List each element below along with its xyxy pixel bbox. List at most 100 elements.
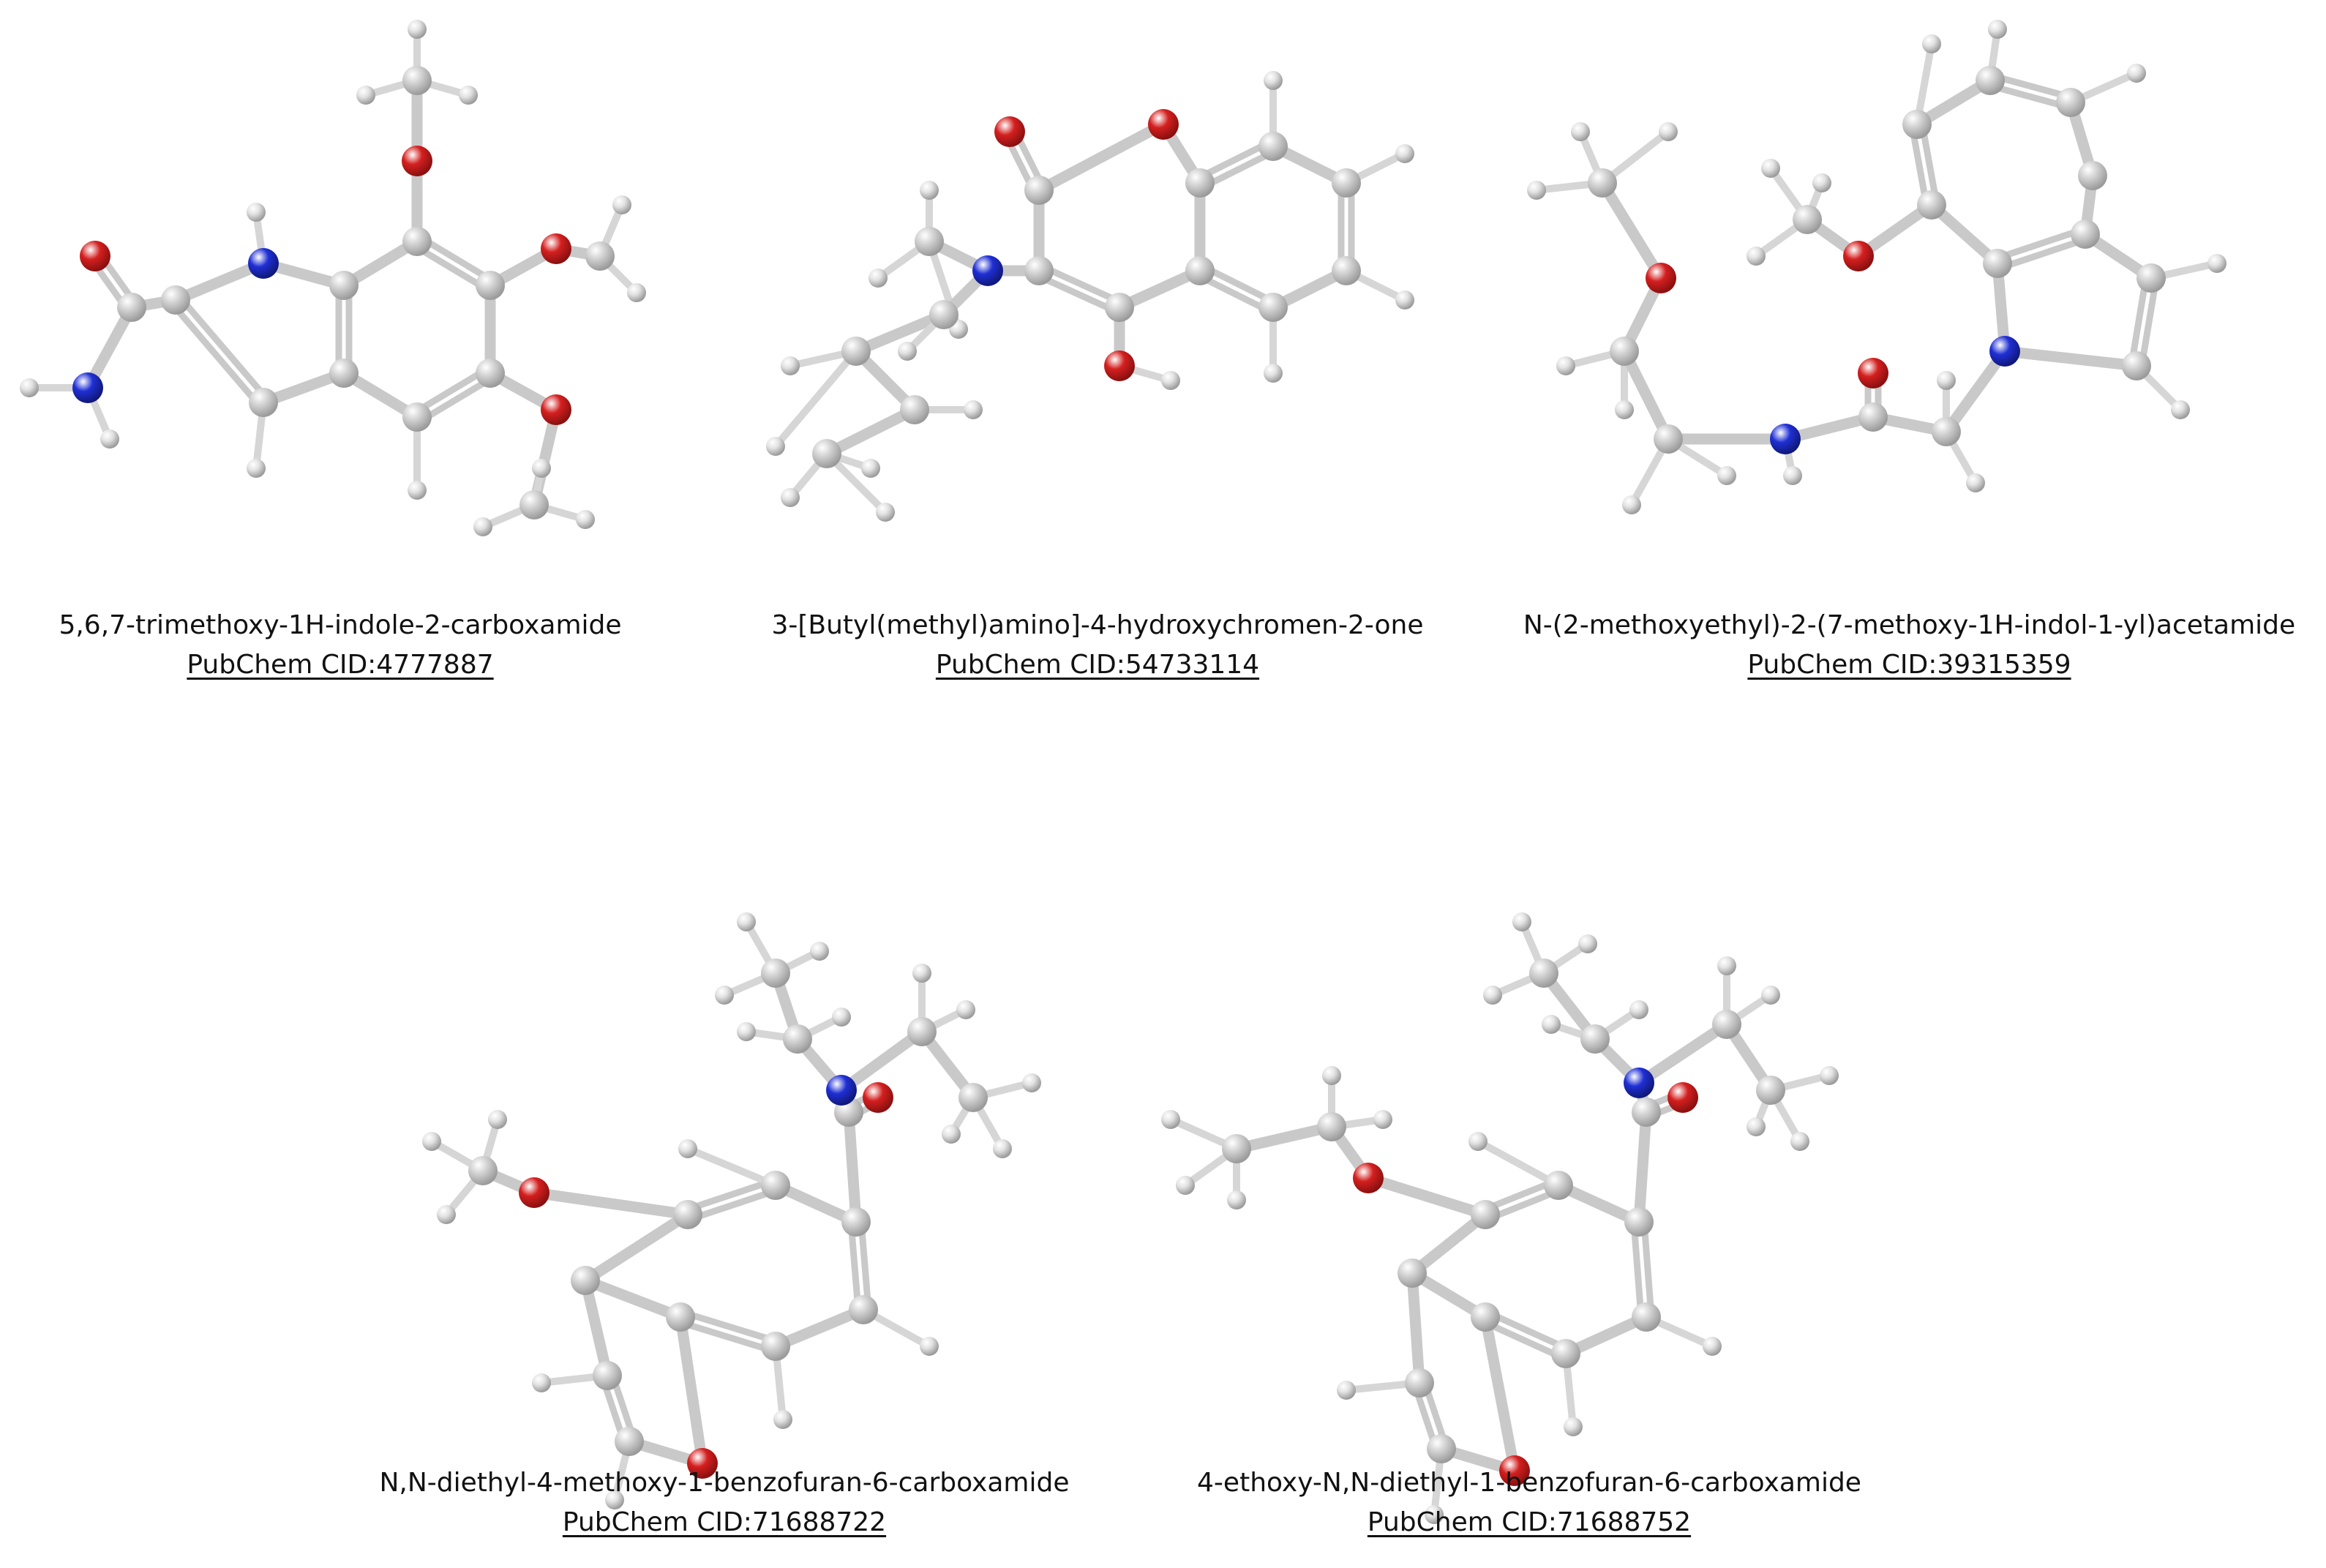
hydrogen-atom bbox=[810, 942, 829, 961]
bond bbox=[416, 374, 497, 425]
carbon-atom bbox=[1858, 402, 1888, 432]
hydrogen-atom bbox=[766, 437, 785, 456]
hydrogen-atom bbox=[1556, 356, 1575, 375]
bond bbox=[843, 1106, 862, 1228]
molecule-model-5 bbox=[1161, 912, 1839, 1524]
hydrogen-atom bbox=[869, 269, 888, 288]
hydrogen-atom bbox=[1937, 371, 1956, 390]
molecule-panel-5: 4-ethoxy-N,N-diethyl-1-benzofuran-6-carb… bbox=[1127, 805, 1932, 1568]
carbon-atom bbox=[476, 271, 505, 300]
hydrogen-atom bbox=[964, 400, 983, 419]
carbon-atom bbox=[812, 439, 841, 468]
carbon-atom bbox=[841, 337, 871, 366]
hydrogen-atom bbox=[1747, 247, 1766, 266]
carbon-atom bbox=[1793, 205, 1822, 234]
oxygen-atom bbox=[402, 146, 432, 176]
hydrogen-atom bbox=[1988, 20, 2007, 39]
carbon-atom bbox=[1712, 1010, 1741, 1039]
bond bbox=[410, 242, 491, 293]
carbon-atom bbox=[1317, 1112, 1346, 1141]
molecule-name-4: N,N-diethyl-4-methoxy-1-benzofuran-6-car… bbox=[379, 1468, 1070, 1498]
bond bbox=[1231, 1121, 1338, 1155]
carbon-atom bbox=[1427, 1434, 1456, 1463]
bond bbox=[168, 300, 263, 410]
carbon-atom bbox=[1983, 249, 2012, 278]
bond bbox=[416, 233, 497, 285]
pubchem-cid-2[interactable]: PubChem CID:54733114 bbox=[935, 650, 1260, 680]
hydrogen-atom bbox=[100, 429, 119, 449]
bond bbox=[1033, 119, 1169, 196]
carbon-atom bbox=[1185, 168, 1215, 198]
hydrogen-atom bbox=[993, 1139, 1012, 1158]
carbon-atom bbox=[1529, 959, 1558, 988]
carbon-atom bbox=[571, 1266, 600, 1295]
carbon-atom bbox=[329, 271, 359, 300]
hydrogen-atom bbox=[1820, 1066, 1839, 1085]
carbon-atom bbox=[402, 66, 432, 95]
carbon-atom bbox=[615, 1427, 644, 1456]
oxygen-atom bbox=[1353, 1163, 1384, 1193]
hydrogen-atom bbox=[1527, 181, 1546, 200]
pubchem-cid-5[interactable]: PubChem CID:71688752 bbox=[1367, 1507, 1692, 1537]
hydrogen-atom bbox=[1322, 1066, 1341, 1085]
carbon-atom bbox=[1610, 337, 1639, 366]
hydrogen-atom bbox=[1542, 1015, 1561, 1034]
carbon-atom bbox=[1976, 66, 2005, 95]
bond bbox=[579, 1209, 694, 1286]
hydrogen-atom bbox=[678, 1139, 697, 1158]
bond bbox=[1479, 1318, 1567, 1362]
hydrogen-atom bbox=[1622, 495, 1641, 514]
pubchem-cid-3[interactable]: PubChem CID:39315359 bbox=[1747, 650, 2071, 680]
bond bbox=[1484, 1309, 1572, 1353]
hydrogen-atom bbox=[247, 203, 266, 222]
carbon-atom bbox=[2056, 88, 2085, 117]
bond bbox=[579, 1275, 613, 1381]
carbon-atom bbox=[1332, 168, 1361, 198]
bond bbox=[675, 1311, 708, 1469]
hydrogen-atom bbox=[1615, 400, 1634, 419]
hydrogen-atom bbox=[612, 195, 631, 214]
bond bbox=[675, 1318, 778, 1355]
oxygen-atom bbox=[519, 1177, 549, 1208]
carbon-atom bbox=[519, 490, 549, 519]
hydrogen-atom bbox=[1425, 1505, 1444, 1524]
bond bbox=[847, 1219, 862, 1314]
hydrogen-atom bbox=[1578, 934, 1597, 953]
hydrogen-atom bbox=[773, 1410, 792, 1429]
bond bbox=[1553, 1179, 1645, 1228]
bond bbox=[850, 309, 950, 357]
hydrogen-atom bbox=[1264, 71, 1283, 90]
nitrogen-atom bbox=[1989, 336, 2020, 367]
bond bbox=[1940, 345, 2011, 438]
carbon-atom bbox=[2078, 161, 2107, 190]
pubchem-cid-1[interactable]: PubChem CID:4777887 bbox=[187, 650, 494, 680]
oxygen-atom bbox=[1843, 241, 1874, 271]
carbon-atom bbox=[117, 293, 146, 322]
hydrogen-atom bbox=[2171, 400, 2190, 419]
nitrogen-atom bbox=[72, 372, 103, 403]
hydrogen-atom bbox=[1373, 1110, 1392, 1129]
hydrogen-atom bbox=[942, 1125, 961, 1144]
carbon-atom bbox=[1258, 132, 1288, 161]
carbon-atom bbox=[476, 359, 505, 388]
hydrogen-atom bbox=[1761, 159, 1780, 178]
hydrogen-atom bbox=[1922, 34, 1941, 53]
hydrogen-atom bbox=[1717, 466, 1736, 485]
carbon-atom bbox=[593, 1361, 622, 1390]
bond bbox=[1633, 1019, 1733, 1089]
hydrogen-atom bbox=[737, 912, 756, 931]
pubchem-cid-4[interactable]: PubChem CID:71688722 bbox=[562, 1507, 887, 1537]
hydrogen-atom bbox=[1161, 371, 1180, 390]
hydrogen-atom bbox=[1227, 1190, 1246, 1209]
bond bbox=[1992, 225, 2087, 262]
bond bbox=[684, 1145, 779, 1189]
hydrogen-atom bbox=[1703, 1337, 1722, 1356]
molecule-caption-3: N-(2-methoxyethyl)-2-(7-methoxy-1H-indol… bbox=[1493, 606, 2326, 685]
bond bbox=[1985, 82, 2073, 111]
carbon-atom bbox=[958, 1083, 988, 1112]
carbon-atom bbox=[666, 1302, 695, 1332]
hydrogen-atom bbox=[1468, 1132, 1487, 1151]
carbon-atom bbox=[329, 359, 359, 388]
oxygen-atom bbox=[541, 233, 571, 264]
hydrogen-atom bbox=[532, 1373, 551, 1392]
